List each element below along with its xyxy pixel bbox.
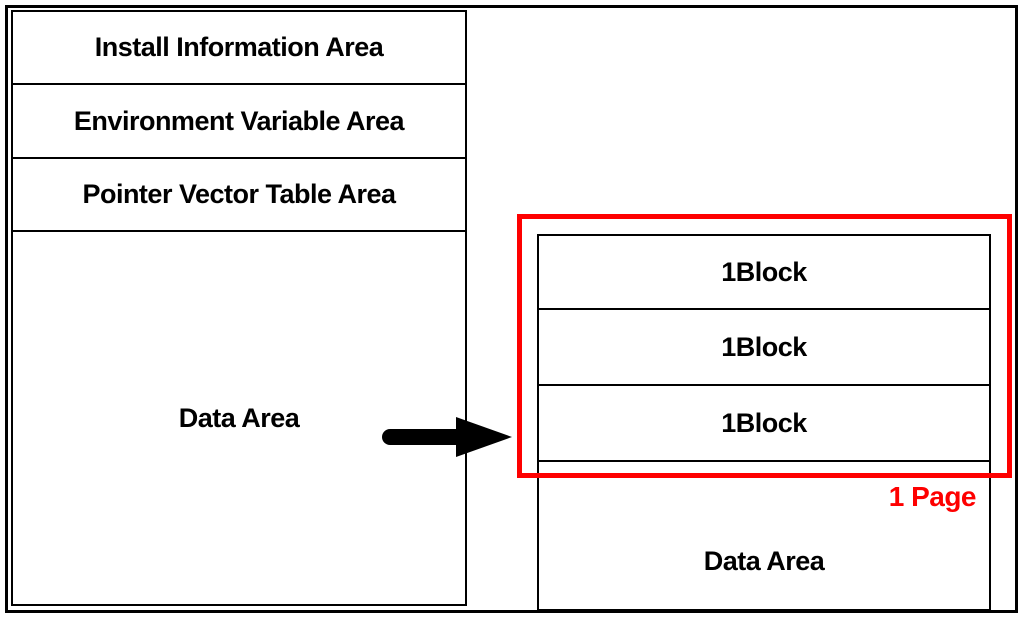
pointer-vector-table-area-row: Pointer Vector Table Area — [13, 159, 465, 232]
environment-variable-area-row: Environment Variable Area — [13, 85, 465, 159]
right-arrow-icon — [382, 417, 512, 457]
install-information-area-row: Install Information Area — [13, 12, 465, 85]
page-data-area-label: Data Area — [703, 546, 825, 576]
pointer-vector-table-area-label: Pointer Vector Table Area — [82, 179, 396, 209]
block-label: 1Block — [721, 331, 807, 362]
block-row: 1Block — [539, 236, 989, 310]
page-data-area-row: Data Area — [539, 462, 989, 609]
page-detail-box: 1Block 1Block 1Block Data Area — [537, 234, 991, 611]
outer-frame — [5, 5, 1018, 613]
block-label: 1Block — [721, 256, 807, 287]
block-label: 1Block — [721, 407, 807, 438]
block-row: 1Block — [539, 310, 989, 386]
memory-layout-column: Install Information Area Environment Var… — [11, 10, 467, 606]
block-row: 1Block — [539, 386, 989, 462]
page-size-label: 1 Page — [888, 481, 977, 512]
data-area-row: Data Area — [13, 232, 465, 604]
data-area-label: Data Area — [178, 402, 300, 433]
install-information-area-label: Install Information Area — [94, 32, 384, 62]
environment-variable-area-label: Environment Variable Area — [73, 105, 405, 136]
